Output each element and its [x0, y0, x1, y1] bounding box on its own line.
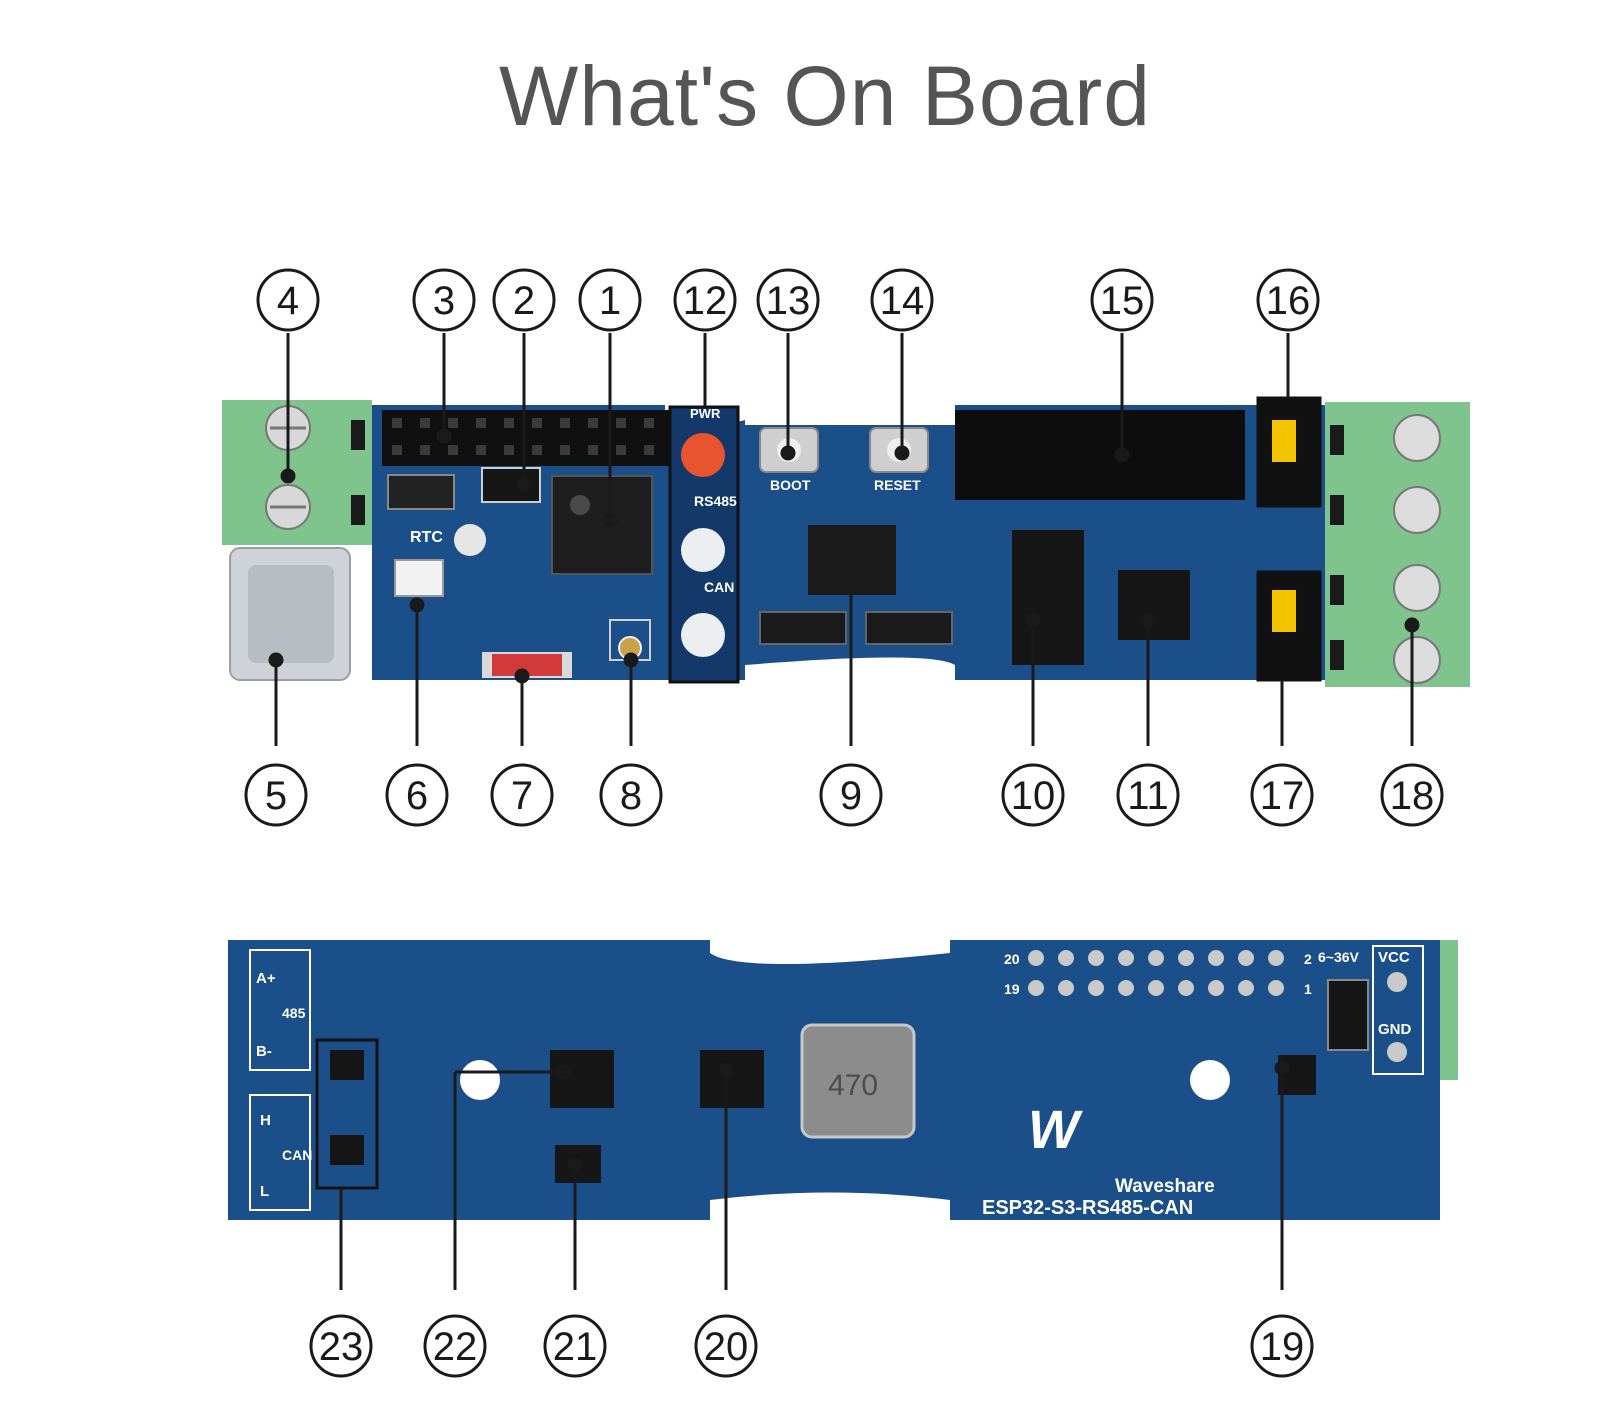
callout-10: 10 [1011, 774, 1056, 818]
tf-card-slot [492, 654, 562, 676]
rs485-transceiver [1118, 570, 1190, 640]
silk-boot: BOOT [770, 477, 811, 493]
silk-h: H [260, 1112, 271, 1129]
silk-pin2: 2 [1304, 951, 1312, 967]
diode [387, 474, 455, 510]
power-inductor [800, 1023, 916, 1139]
callout-14: 14 [880, 279, 925, 323]
callout-6: 6 [406, 774, 428, 818]
page-title: What's On Board [499, 49, 1151, 143]
silk-l: L [260, 1183, 269, 1200]
silk-model: ESP32-S3-RS485-CAN [982, 1197, 1193, 1219]
silk-inductor: 470 [828, 1069, 878, 1102]
isolated-power-module [955, 410, 1245, 500]
silk-rtc: RTC [410, 529, 443, 546]
callout-17: 17 [1260, 774, 1305, 818]
silk-vcc: VCC [1378, 949, 1410, 966]
silk-brand: Waveshare [1115, 1176, 1215, 1197]
digital-isolator [1012, 530, 1084, 665]
callout-20: 20 [704, 1325, 749, 1369]
callout-3: 3 [433, 279, 455, 323]
silk-a-plus: A+ [256, 970, 276, 987]
silk-pwr: PWR [690, 406, 721, 421]
can-led [681, 613, 725, 657]
callout-21: 21 [553, 1325, 598, 1369]
silk-reset: RESET [874, 477, 921, 493]
rs485-level-chip [550, 1050, 614, 1108]
callout-22: 22 [433, 1325, 478, 1369]
callout-18: 18 [1390, 774, 1435, 818]
bottom-board: A+ 485 B- H CAN L 470 20 19 2 1 6~36V VC… [228, 940, 1458, 1220]
callout-5: 5 [265, 774, 287, 818]
callout-16: 16 [1266, 279, 1311, 323]
callout-9: 9 [840, 774, 862, 818]
callout-lines [268, 333, 1420, 1290]
callout-13: 13 [766, 279, 811, 323]
callout-23: 23 [319, 1325, 364, 1369]
rtc-battery-header [394, 559, 444, 597]
silk-can-bottom: CAN [282, 1147, 312, 1163]
callout-4: 4 [277, 279, 299, 323]
rs485-led [681, 528, 725, 572]
callout-7: 7 [511, 774, 533, 818]
silk-can: CAN [704, 579, 734, 595]
tvs-diode-group [315, 1038, 379, 1190]
silk-pin20: 20 [1004, 951, 1020, 967]
callout-19: 19 [1260, 1325, 1305, 1369]
callout-11: 11 [1127, 774, 1169, 818]
silk-485: 485 [282, 1005, 306, 1021]
callout-1: 1 [599, 279, 621, 323]
silk-voltage: 6~36V [1318, 949, 1360, 965]
waveshare-logo: W [1028, 1100, 1083, 1160]
pwr-led [681, 433, 725, 477]
silk-pin19: 19 [1004, 981, 1020, 997]
callout-2: 2 [513, 279, 535, 323]
callout-labels: 4 3 2 1 12 13 14 15 16 5 6 7 8 9 10 11 1… [265, 279, 1434, 1369]
silk-rs485: RS485 [694, 493, 737, 509]
esp32-s3-chip [551, 475, 653, 575]
callout-8: 8 [620, 774, 642, 818]
callout-15: 15 [1100, 279, 1145, 323]
silk-b-minus: B- [256, 1043, 272, 1060]
callout-circles [244, 268, 1444, 1378]
silk-pin1: 1 [1304, 981, 1312, 997]
callout-12: 12 [683, 279, 728, 323]
silk-gnd: GND [1378, 1021, 1412, 1038]
dc-dc-converter-chip [700, 1050, 764, 1108]
top-board: RTC PWR RS485 CAN BOOT RESET [222, 396, 1470, 687]
